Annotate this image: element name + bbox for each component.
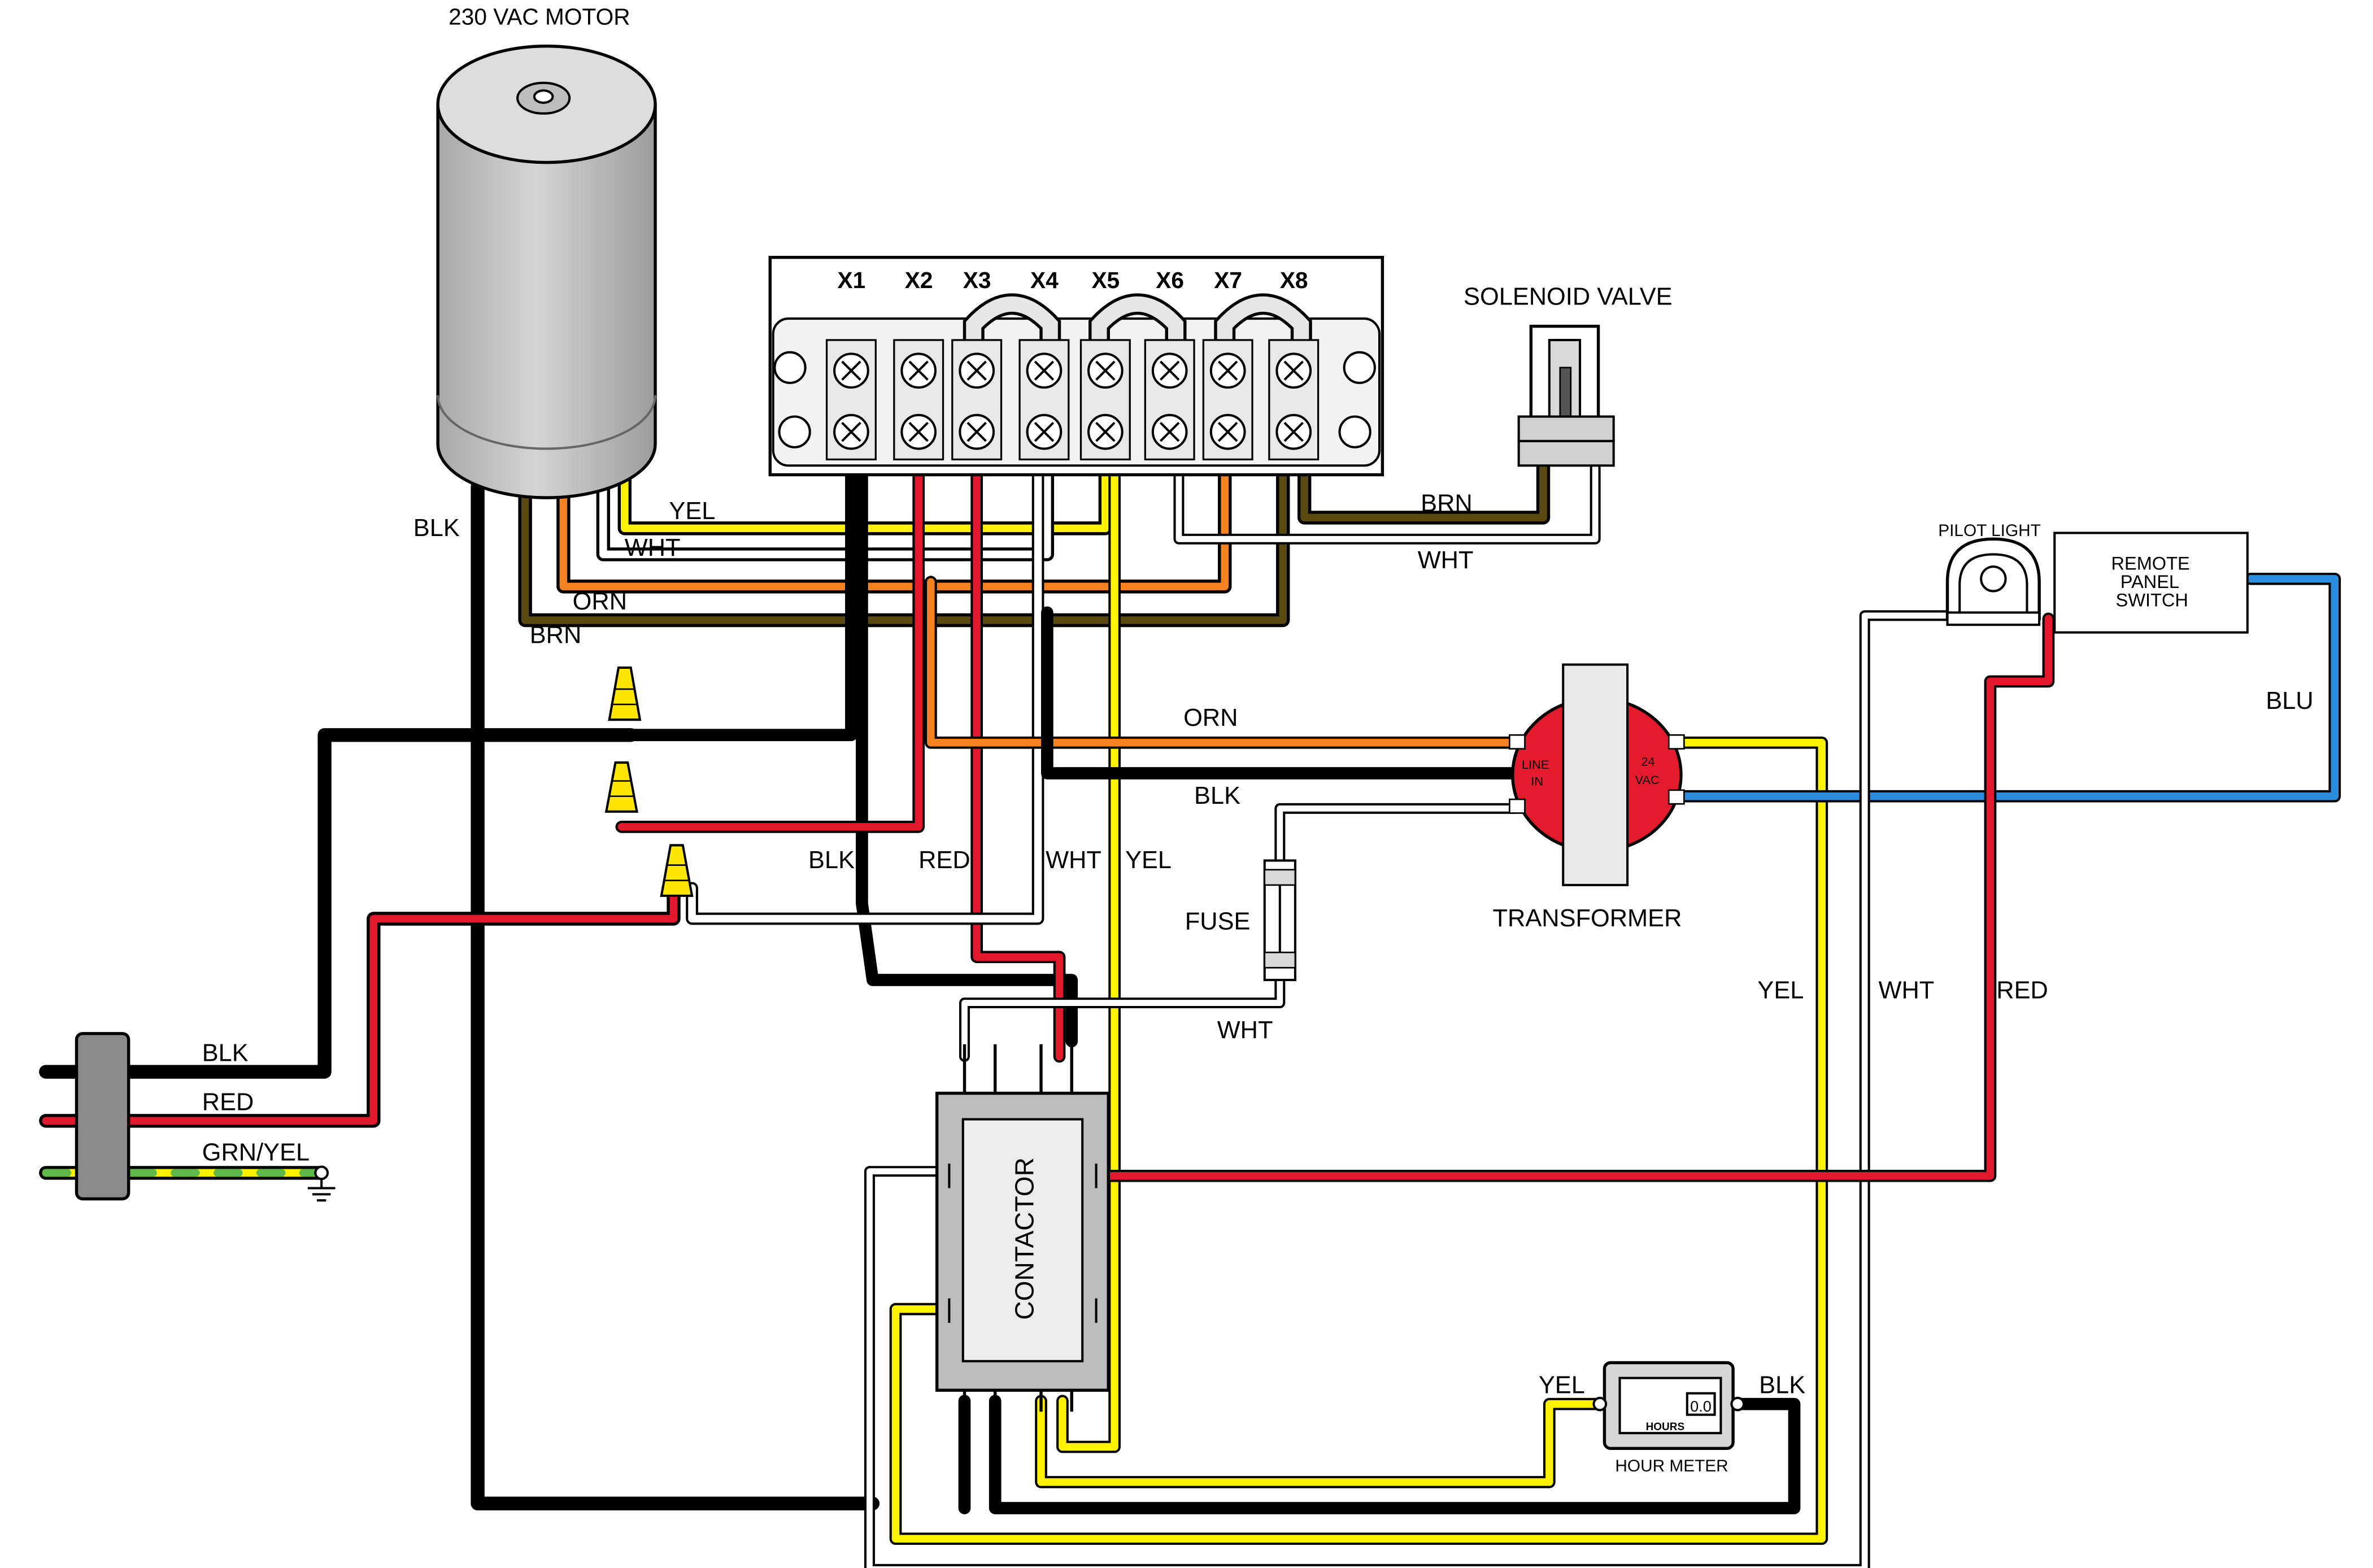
terminal-screw-top (1275, 352, 1312, 389)
transformer-24vac-1: 24 (1641, 754, 1654, 768)
wires (39, 452, 2341, 1568)
transformer-line-in-2: IN (1531, 774, 1543, 789)
wire-xf-yel (889, 736, 1828, 1545)
wire-nut-1 (608, 666, 642, 721)
label-yel-meter: YEL (1539, 1372, 1585, 1399)
wire-cord-red (39, 888, 681, 1128)
wire-motor-wht (596, 452, 1055, 561)
transformer-24vac-2: VAC (1635, 773, 1660, 787)
ground-icon (307, 1165, 336, 1202)
terminal-label-x3: X3 (963, 267, 991, 293)
label-wht-sol: WHT (1418, 547, 1474, 574)
wire-cord-blk (39, 728, 638, 1079)
wire-nut-3 (660, 844, 694, 897)
wire-orn-xf (925, 576, 1522, 749)
label-wht-mid: WHT (1046, 847, 1101, 874)
wire-xf-blu (1678, 572, 2341, 803)
label-blk-mid: BLK (808, 847, 855, 874)
label-yel-mid: YEL (1125, 847, 1172, 874)
terminal-screw-bottom (959, 413, 995, 450)
contactor (935, 1044, 1110, 1412)
motor-label: 230 VAC MOTOR (449, 4, 630, 30)
fuse-label: FUSE (1185, 908, 1251, 935)
terminal-screw-top (833, 352, 869, 389)
terminal-screw-bottom (1209, 413, 1246, 450)
cord-blk-label: BLK (202, 1040, 249, 1067)
label-yel-right: YEL (1757, 977, 1804, 1004)
wire-motor-orn (556, 452, 1232, 594)
fuse (1263, 859, 1296, 981)
wire-meter-yel (1035, 1395, 1606, 1488)
label-blu: BLU (2266, 687, 2313, 715)
label-brn-top: BRN (530, 622, 582, 649)
label-orn-xf: ORN (1183, 704, 1238, 731)
pilot-light-label: PILOT LIGHT (1938, 521, 2041, 540)
terminal-screw-bottom (1087, 413, 1124, 450)
label-wht-fuse: WHT (1217, 1017, 1273, 1044)
wire-pilot-red (1083, 612, 2055, 1182)
label-orn-top: ORN (573, 588, 627, 615)
remote-switch-line3: SWITCH (2116, 590, 2188, 611)
motor (436, 44, 657, 499)
terminal-label-x1: X1 (838, 267, 866, 293)
terminal-label-x4: X4 (1030, 267, 1059, 293)
remote-switch-line2: PANEL (2121, 572, 2179, 592)
terminal-screw-bottom (1151, 413, 1188, 450)
wire-labels: BLK YEL WHT ORN BRN BRN WHT ORN BLK BLK … (413, 490, 2314, 1399)
terminal-label-x5: X5 (1091, 267, 1120, 293)
terminal-screw-top (900, 352, 937, 389)
solenoid-label: SOLENOID VALVE (1464, 284, 1673, 311)
terminal-screw-top (1151, 352, 1188, 389)
wire-solenoid-brn (1297, 452, 1551, 525)
wire-motor-blk (471, 480, 880, 1511)
label-brn-sol: BRN (1421, 490, 1473, 517)
transformer-line-in-1: LINE (1522, 757, 1549, 772)
pilot-light (1945, 537, 2041, 626)
terminal-screw-top (1087, 352, 1124, 389)
label-blk-meter: BLK (1759, 1372, 1805, 1399)
terminal-screw-bottom (1026, 413, 1063, 450)
terminal-label-x8: X8 (1280, 267, 1308, 293)
wire-x5-yel (1056, 453, 1121, 1453)
wire-x4-wht (686, 453, 1044, 925)
hour-meter (1592, 1361, 1745, 1450)
terminal-screw-top (1209, 352, 1246, 389)
label-red-mid: RED (918, 847, 970, 874)
solenoid-valve (1517, 324, 1615, 467)
wire-x2-red (615, 453, 925, 833)
hour-meter-hours: HOURS (1646, 1421, 1685, 1433)
label-red-right: RED (1996, 977, 2048, 1004)
terminal-label-x7: X7 (1214, 267, 1242, 293)
power-cord-strain-relief (75, 1032, 130, 1201)
label-wht-right: WHT (1879, 977, 1935, 1004)
terminal-label-x2: X2 (905, 267, 933, 293)
label-wht-top: WHT (625, 534, 681, 561)
terminal-screw-bottom (833, 413, 869, 450)
contactor-label: CONTACTOR (1009, 1157, 1039, 1319)
remote-panel-switch[interactable] (2053, 532, 2249, 634)
wire-blk-xf (1041, 606, 1522, 779)
terminals: X1 X2 X3 X4 X5 X6 X7 X8 (825, 267, 1320, 461)
transformer (1509, 663, 1685, 886)
terminal-screw-bottom (900, 413, 937, 450)
wire-solenoid-wht (1173, 454, 1601, 545)
hour-meter-display: 0.0 (1690, 1397, 1712, 1415)
label-blk-xf: BLK (1194, 782, 1240, 809)
label-yel-top: YEL (669, 498, 715, 525)
terminal-screw-bottom (1275, 413, 1312, 450)
wire-fuse-wht (959, 803, 1521, 1062)
cord-ground-label: GRN/YEL (202, 1139, 310, 1166)
label-blk-motor: BLK (413, 515, 460, 542)
terminal-screw-top (959, 352, 995, 389)
wire-nut-2 (604, 761, 638, 813)
terminal-screw-top (1026, 352, 1063, 389)
wire-pilot-wht (864, 610, 1958, 1568)
terminal-label-x6: X6 (1156, 267, 1184, 293)
hour-meter-label: HOUR METER (1615, 1457, 1728, 1475)
cord-red-label: RED (202, 1088, 254, 1116)
remote-switch-line1: REMOTE (2111, 554, 2190, 574)
wire-meter-blk (989, 1395, 1801, 1514)
transformer-label: TRANSFORMER (1493, 905, 1682, 932)
